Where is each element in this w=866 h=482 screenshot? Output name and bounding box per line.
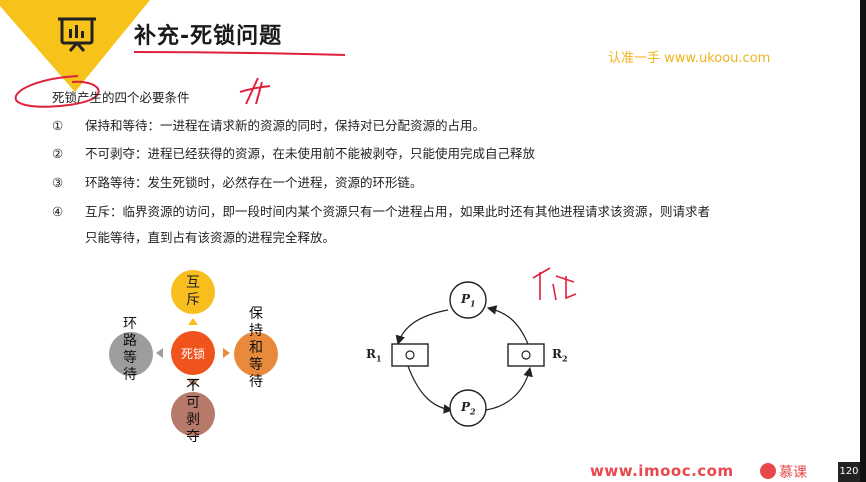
footer-logo — [760, 463, 776, 479]
label-r1: R1 — [366, 347, 382, 364]
edge-r1-p2 — [407, 365, 454, 414]
circle-mutex: 互斥 — [171, 270, 215, 314]
presentation-icon — [58, 17, 96, 52]
circle-mutex-label: 互斥 — [186, 275, 200, 308]
label-hold-and-wait: 保持和等待 — [249, 306, 263, 390]
slide-corner-logo — [0, 0, 150, 92]
circle-deadlock-label: 死锁 — [180, 346, 205, 361]
edge-p1-r1 — [395, 309, 449, 346]
arrow-left-icon — [156, 348, 163, 358]
label-no-preemption: 不可剥夺 — [186, 378, 200, 445]
arrow-down-icon — [188, 380, 198, 387]
resource-r2-node — [507, 343, 545, 367]
condition-number: ① — [52, 118, 64, 133]
resource-allocation-graph — [391, 281, 545, 427]
page-number: 120 — [838, 462, 860, 482]
circle-deadlock: 死锁 — [171, 331, 215, 375]
condition-number: ③ — [52, 175, 64, 190]
right-edge-bar — [860, 0, 866, 482]
resource-r1-node — [391, 343, 429, 367]
label-circular-wait: 环路等待 — [123, 316, 137, 383]
conditions-heading: 死锁产生的四个必要条件 — [52, 90, 190, 105]
condition-text-continued: 只能等待，直到占有该资源的进程完全释放。 — [85, 230, 336, 245]
arrow-right-icon — [223, 348, 230, 358]
page-title: 补充-死锁问题 — [134, 24, 283, 49]
footer-brand-name: 慕课 — [779, 465, 807, 481]
label-p2: P2 — [461, 400, 476, 417]
circle-no-preemption — [171, 392, 215, 436]
arrow-up-icon — [188, 318, 198, 325]
condition-text: 环路等待：发生死锁时，必然存在一个进程，资源的环形链。 — [85, 175, 423, 190]
edge-p2-r2 — [485, 366, 533, 411]
watermark-text: 认准一手 www.ukoou.com — [608, 51, 771, 66]
condition-text: 不可剥夺：进程已经获得的资源，在未使用前不能被剥夺，只能使用完成自己释放 — [85, 146, 536, 161]
label-r2: R2 — [552, 347, 568, 364]
condition-number: ② — [52, 146, 64, 161]
footer-brand-url: www.imooc.com — [590, 462, 734, 480]
edge-r2-p1 — [486, 305, 529, 345]
circle-circular-wait — [109, 332, 153, 376]
condition-text: 保持和等待：一进程在请求新的资源的同时，保持对已分配资源的占用。 — [85, 118, 486, 133]
circle-hold-and-wait — [234, 332, 278, 376]
process-p2-node — [449, 389, 487, 427]
label-p1: P1 — [461, 292, 476, 309]
process-p1-node — [449, 281, 487, 319]
condition-text: 互斥：临界资源的访问，即一段时间内某个资源只有一个进程占用，如果此时还有其他进程… — [85, 204, 711, 219]
condition-number: ④ — [52, 204, 64, 219]
